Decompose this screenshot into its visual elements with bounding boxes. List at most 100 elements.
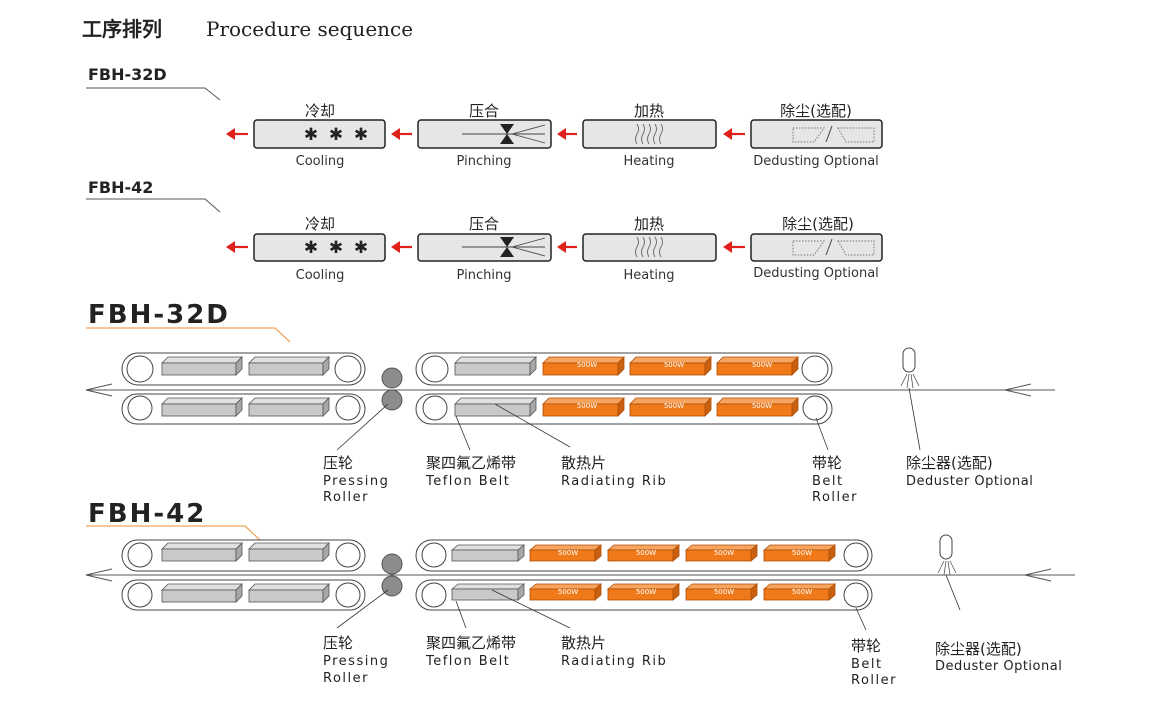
belt-roller bbox=[127, 395, 153, 421]
snowflake-icon: ✱ bbox=[354, 238, 368, 258]
belt-roller bbox=[334, 355, 362, 383]
deduster-label-en: Deduster Optional bbox=[906, 474, 1033, 489]
pressing-roller-label-en2: Roller bbox=[323, 490, 369, 505]
heater-block: 500W bbox=[684, 544, 759, 562]
step-en-label: Heating bbox=[624, 154, 675, 169]
pinch-icon bbox=[462, 124, 546, 144]
heater-label: 500W bbox=[636, 549, 656, 557]
pressing-roller-upper bbox=[381, 553, 403, 575]
step-pinching: 压合 Pinching bbox=[417, 102, 552, 169]
dust-icon bbox=[792, 238, 875, 256]
heat-waves-icon bbox=[635, 123, 663, 145]
step-en-label: Heating bbox=[624, 268, 675, 283]
heater-block: 500W bbox=[542, 356, 625, 376]
pressing-roller-label-en: Pressing bbox=[323, 654, 389, 669]
belt-roller-label-en: Belt bbox=[851, 657, 883, 672]
arrow-pinch-to-cool bbox=[391, 241, 412, 253]
belt-roller bbox=[127, 582, 153, 608]
belt-roller bbox=[335, 542, 361, 568]
belt-roller bbox=[421, 355, 449, 383]
belt-roller bbox=[421, 582, 447, 608]
leader-lines bbox=[336, 574, 961, 631]
machine-model-label: FBH-42 bbox=[88, 499, 206, 529]
heater-block: 500W bbox=[629, 397, 712, 417]
step-cn-label: 加热 bbox=[634, 215, 664, 233]
step-heating: 加热 Heating bbox=[582, 102, 717, 169]
step-dedusting: 除尘(选配) Dedusting Optional bbox=[750, 215, 883, 281]
leader-lines bbox=[336, 387, 921, 451]
step-en-label: Pinching bbox=[457, 268, 512, 283]
entry-arrow-icon bbox=[1004, 383, 1032, 397]
belt-roller bbox=[126, 355, 154, 383]
teflon-belt-label-en: Teflon Belt bbox=[425, 474, 510, 489]
entry-arrow-icon bbox=[1024, 568, 1052, 582]
heating-belt-upper bbox=[415, 539, 873, 572]
flow-fbh-32d: FBH-32D 除尘(选配) Dedusting Optional 加热 bbox=[86, 65, 883, 169]
step-box bbox=[253, 119, 386, 149]
heating-plate bbox=[454, 397, 537, 417]
snowflake-icon: ✱ bbox=[329, 125, 343, 145]
heater-block: 500W bbox=[762, 544, 837, 562]
deduster-nozzle-icon bbox=[937, 534, 957, 576]
belt-roller bbox=[843, 542, 869, 568]
cooling-plate bbox=[161, 356, 243, 376]
step-box bbox=[750, 119, 883, 149]
step-cn-label: 除尘(选配) bbox=[780, 102, 852, 120]
pressing-roller-label-en: Pressing bbox=[323, 474, 389, 489]
radiating-rib-label-cn: 散热片 bbox=[561, 634, 606, 652]
exit-arrow-icon bbox=[85, 568, 113, 582]
step-en-label: Dedusting Optional bbox=[753, 154, 879, 169]
heater-block: 500W bbox=[606, 583, 681, 601]
snowflake-icon: ✱ bbox=[354, 125, 368, 145]
pinch-icon bbox=[462, 237, 546, 257]
step-cn-label: 冷却 bbox=[305, 215, 335, 233]
step-cooling: 冷却 ✱ ✱ ✱ Cooling bbox=[253, 215, 386, 283]
deduster-label-cn: 除尘器(选配) bbox=[935, 640, 1022, 658]
heating-plate bbox=[450, 583, 526, 601]
arrow-cool-out bbox=[226, 128, 248, 140]
belt-roller bbox=[802, 395, 828, 421]
step-box bbox=[417, 233, 552, 262]
heater-label: 500W bbox=[664, 361, 684, 369]
step-cn-label: 冷却 bbox=[305, 102, 335, 120]
heater-label: 500W bbox=[752, 361, 772, 369]
belt-roller-label-en2: Roller bbox=[812, 490, 858, 505]
heater-label: 500W bbox=[752, 402, 772, 410]
arrow-dedust-to-heat bbox=[723, 128, 745, 140]
cooling-belt-lower bbox=[121, 579, 366, 611]
flow-fbh-42: FBH-42 除尘(选配) Dedusting Optional 加热 bbox=[86, 178, 883, 283]
heat-waves-icon bbox=[635, 236, 663, 258]
machine-fbh-32d: FBH-32D 500W 500W 500W 500W 500W bbox=[85, 300, 1055, 505]
heater-label: 500W bbox=[636, 588, 656, 596]
title-cn: 工序排列 bbox=[82, 17, 162, 41]
heating-belt-lower bbox=[415, 579, 873, 611]
heater-block: 500W bbox=[684, 583, 759, 601]
heating-plate bbox=[454, 356, 537, 376]
cooling-plate bbox=[161, 583, 243, 603]
step-en-label: Cooling bbox=[296, 154, 345, 169]
heater-block: 500W bbox=[762, 583, 837, 601]
snowflake-icon: ✱ bbox=[329, 238, 343, 258]
belt-roller bbox=[421, 542, 447, 568]
snowflake-icon: ✱ bbox=[304, 238, 318, 258]
arrow-heat-to-pinch bbox=[557, 128, 577, 140]
heater-label: 500W bbox=[664, 402, 684, 410]
cooling-belt-upper bbox=[121, 539, 366, 572]
teflon-belt-label-en: Teflon Belt bbox=[425, 654, 510, 669]
step-dedusting: 除尘(选配) Dedusting Optional bbox=[750, 102, 883, 169]
pressing-roller-label-cn: 压轮 bbox=[323, 634, 353, 652]
flow-model-label: FBH-32D bbox=[88, 65, 167, 84]
pressing-roller-label-cn: 压轮 bbox=[323, 454, 353, 472]
arrow-cool-out bbox=[226, 241, 248, 253]
teflon-belt-label-cn: 聚四氟乙烯带 bbox=[426, 454, 516, 472]
belt-roller bbox=[335, 582, 361, 608]
arrow-pinch-to-cool bbox=[391, 128, 412, 140]
heating-belt-upper bbox=[415, 352, 833, 386]
heater-block: 500W bbox=[606, 544, 681, 562]
heating-plate bbox=[450, 544, 526, 562]
belt-roller-label-cn: 带轮 bbox=[812, 454, 842, 472]
deduster-label-en: Deduster Optional bbox=[935, 659, 1062, 674]
step-heating: 加热 Heating bbox=[582, 215, 717, 283]
step-cn-label: 压合 bbox=[469, 102, 499, 120]
cooling-plate bbox=[248, 397, 330, 417]
